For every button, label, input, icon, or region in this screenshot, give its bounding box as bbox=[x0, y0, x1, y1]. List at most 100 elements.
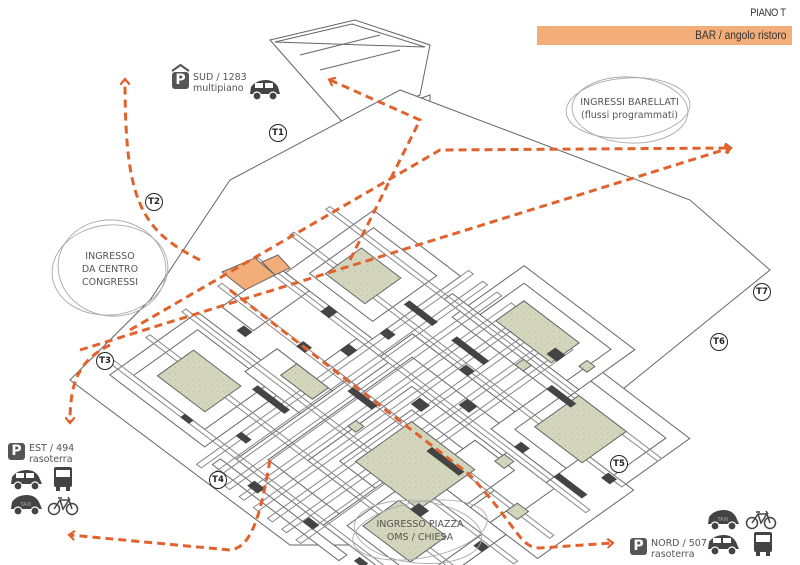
courtyard bbox=[279, 363, 330, 400]
note-piazza-oms: INGRESSO PIAZZA OMS / CHIESA bbox=[365, 518, 475, 544]
note-line: INGRESSO PIAZZA bbox=[376, 519, 464, 530]
taxi-label: TAXI bbox=[20, 502, 32, 508]
parking-p-icon: P bbox=[630, 538, 647, 555]
floor-label: PIANO T bbox=[750, 7, 787, 19]
arrow-diagonal-main bbox=[79, 148, 730, 352]
bar-legend-swatch: BAR / angolo ristoro bbox=[537, 26, 792, 45]
note-ellipses bbox=[51, 76, 691, 564]
service-core bbox=[251, 385, 291, 414]
service-core bbox=[180, 413, 194, 424]
courtyards bbox=[156, 247, 627, 563]
bicycle-icon bbox=[745, 510, 777, 530]
parking-sud-text: SUD / 1283 multipiano bbox=[193, 72, 247, 94]
parking-type: multipiano bbox=[193, 83, 244, 94]
service-core bbox=[553, 472, 588, 499]
courtyard bbox=[156, 349, 242, 413]
note-centro-congressi: INGRESSO DA CENTRO CONGRESSI bbox=[65, 250, 155, 289]
courtyard bbox=[505, 502, 530, 521]
corridor-line bbox=[195, 269, 475, 469]
courtyard bbox=[347, 419, 365, 433]
corridor-line bbox=[145, 334, 454, 565]
note-ingressi-barellati: INGRESSI BARELLATI (flussi programmati) bbox=[572, 96, 687, 122]
note-line: CONGRESSI bbox=[81, 277, 139, 288]
tower-marker-t6: T6 bbox=[710, 333, 728, 351]
courtyard bbox=[578, 359, 596, 373]
service-core bbox=[302, 517, 320, 530]
service-core bbox=[458, 398, 478, 413]
parking-name: NORD / 507 bbox=[651, 538, 707, 549]
service-core bbox=[451, 336, 490, 366]
note-line: DA CENTRO bbox=[81, 264, 139, 275]
service-core bbox=[339, 343, 358, 357]
parking-est-text: EST / 494 rasoterra bbox=[29, 443, 74, 465]
corridor-line bbox=[224, 291, 503, 491]
parking-type: rasoterra bbox=[29, 454, 73, 465]
tower-marker-t5: T5 bbox=[610, 455, 628, 473]
service-core bbox=[236, 325, 253, 338]
arrow-to-est bbox=[70, 343, 111, 422]
service-core bbox=[347, 387, 378, 410]
service-core bbox=[546, 384, 577, 408]
corridor-line bbox=[289, 231, 627, 488]
parking-type: rasoterra bbox=[651, 549, 695, 560]
arrow-to-piazza bbox=[70, 459, 272, 552]
service-core bbox=[409, 502, 430, 518]
arrow-to-sud bbox=[330, 80, 423, 261]
corridor-line bbox=[295, 345, 574, 545]
note-line: (flussi programmati) bbox=[581, 110, 678, 121]
roof-icon bbox=[171, 64, 190, 72]
service-core bbox=[458, 364, 475, 377]
access-arrows bbox=[70, 80, 730, 552]
tower-marker-t1: T1 bbox=[269, 124, 287, 142]
service-core bbox=[235, 431, 252, 444]
tower-marker-t4: T4 bbox=[209, 471, 227, 489]
bus-icon bbox=[754, 532, 772, 556]
corridor-line bbox=[325, 205, 663, 462]
parking-nord-text: NORD / 507 rasoterra bbox=[651, 538, 707, 560]
car-icon bbox=[11, 470, 42, 491]
service-core bbox=[379, 328, 396, 340]
note-line: OMS / CHIESA bbox=[386, 532, 454, 543]
service-core bbox=[410, 397, 431, 412]
courtyard bbox=[493, 453, 515, 469]
courtyard bbox=[514, 358, 533, 372]
parking-name: SUD / 1283 bbox=[193, 72, 247, 83]
bicycle-icon bbox=[47, 496, 79, 516]
service-cores bbox=[180, 300, 618, 565]
arrow-diagonal-ne bbox=[129, 148, 730, 332]
courtyard bbox=[324, 247, 402, 305]
car-icon bbox=[708, 535, 739, 556]
courtyard bbox=[354, 420, 476, 511]
service-core bbox=[403, 300, 438, 327]
parking-multistorey-icon: P bbox=[171, 64, 190, 89]
taxi-icon: TAXI bbox=[708, 510, 739, 531]
parking-p-icon: P bbox=[8, 443, 25, 460]
service-core bbox=[601, 472, 618, 485]
service-core bbox=[353, 556, 369, 565]
car-icon bbox=[250, 80, 280, 101]
courtyard bbox=[362, 499, 448, 563]
service-core bbox=[513, 441, 530, 454]
courtyard bbox=[495, 300, 581, 364]
bar-legend-label: BAR / angolo ristoro bbox=[694, 28, 786, 42]
arrow-north-west bbox=[125, 80, 201, 262]
parking-name: EST / 494 bbox=[29, 443, 75, 454]
tower-marker-t3: T3 bbox=[96, 352, 114, 370]
parking-sud: P SUD / 1283 multipiano bbox=[171, 64, 247, 94]
note-line: INGRESSO bbox=[85, 251, 135, 262]
taxi-icon: TAXI bbox=[11, 495, 42, 516]
tower-marker-t2: T2 bbox=[145, 193, 163, 211]
service-core bbox=[426, 447, 465, 476]
bus-icon bbox=[54, 467, 72, 491]
courtyard bbox=[533, 394, 627, 464]
parking-p-icon: P bbox=[172, 72, 189, 89]
parking-nord: P NORD / 507 rasoterra bbox=[630, 538, 707, 560]
service-core bbox=[546, 347, 566, 362]
service-core bbox=[473, 540, 490, 553]
note-line: INGRESSI BARELLATI bbox=[580, 97, 679, 108]
service-core bbox=[320, 305, 338, 319]
parking-est: P EST / 494 rasoterra bbox=[8, 443, 74, 465]
tower-marker-t7: T7 bbox=[753, 283, 771, 301]
taxi-label: TAXI bbox=[717, 517, 729, 523]
